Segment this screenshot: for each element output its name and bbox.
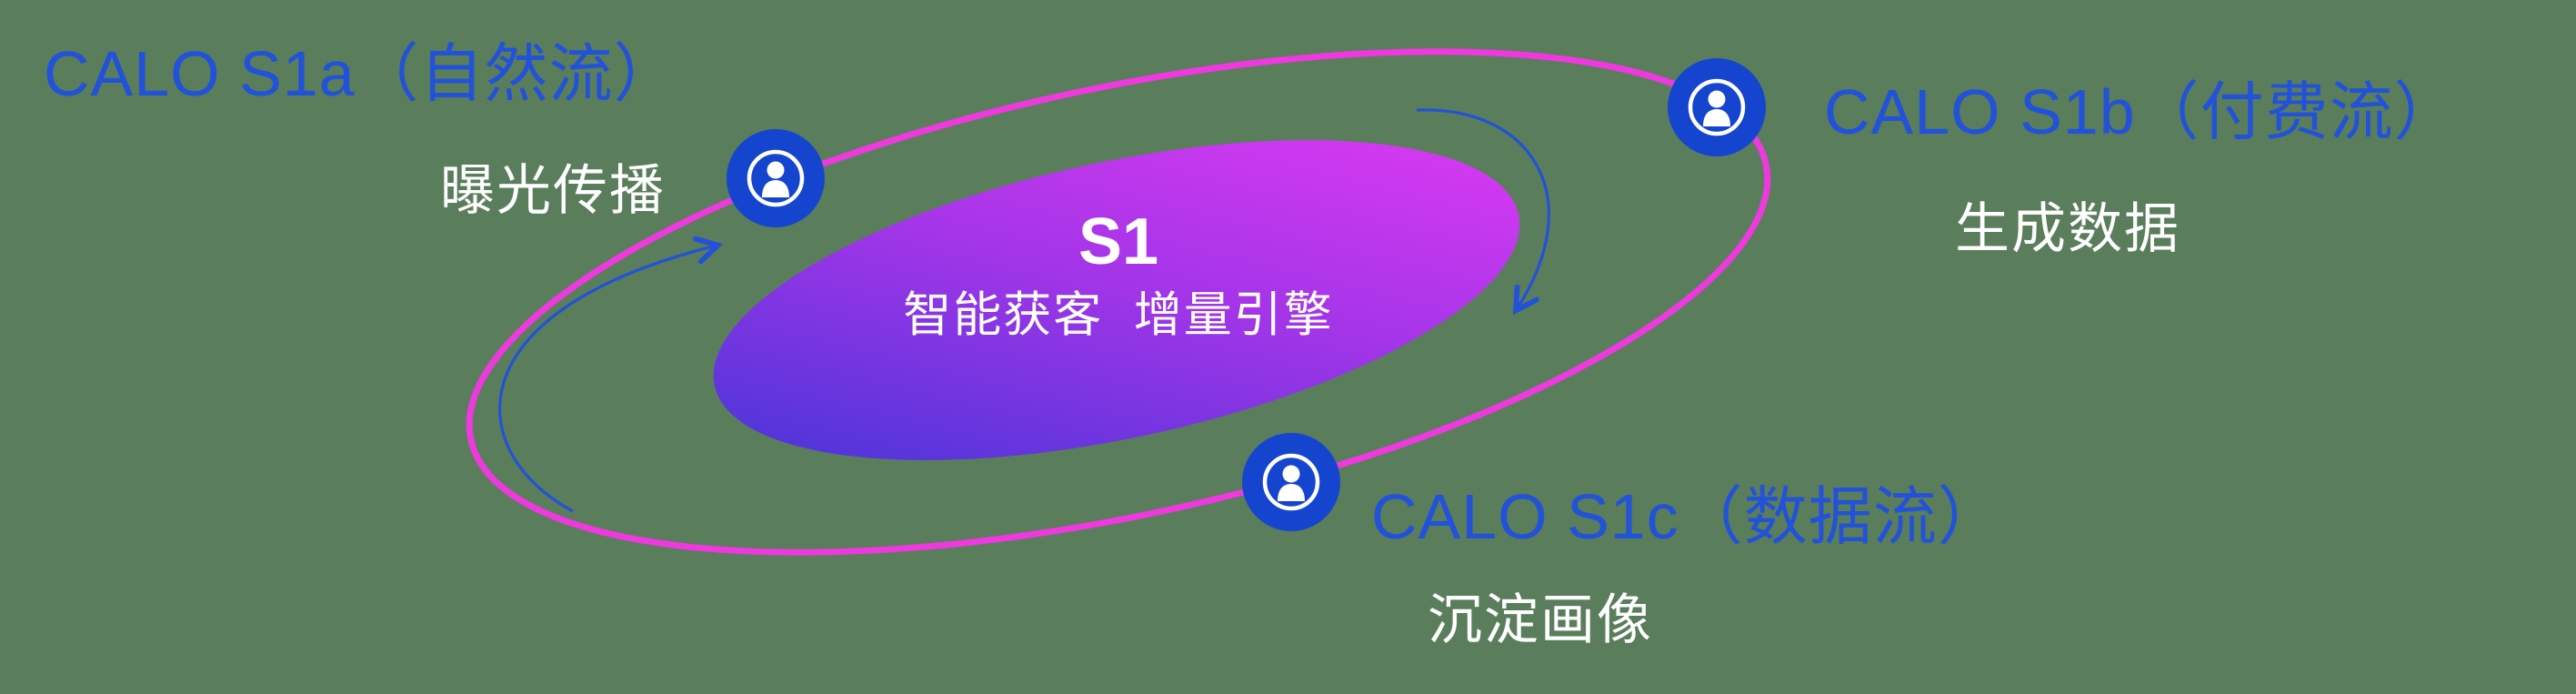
person-icon [1688,78,1746,136]
subtitle-calo-s1a: 曝光传播 [440,160,666,221]
orbit-ring [466,48,1771,556]
person-icon [1262,453,1320,511]
label-calo-s1a: CALO S1a（自然流） [44,38,678,109]
orbit-node-s1a [727,129,825,227]
subtitle-calo-s1c: 沉淀画像 [1428,589,1653,650]
core-title: S1 [1078,206,1159,278]
core-ellipse [713,140,1520,460]
flow-arrow-left-icon [498,236,724,513]
label-calo-s1b: CALO S1b（付费流） [1824,76,2459,147]
core-subtitle: 智能获客 增量引擎 [903,288,1334,342]
orbit-node-s1c [1242,433,1340,531]
person-icon [747,149,805,207]
orbit-node-s1b [1668,58,1766,156]
subtitle-calo-s1b: 生成数据 [1955,198,2180,259]
label-calo-s1c: CALO S1c（数据流） [1371,481,2002,552]
flow-arrow-right-icon [1416,108,1550,316]
